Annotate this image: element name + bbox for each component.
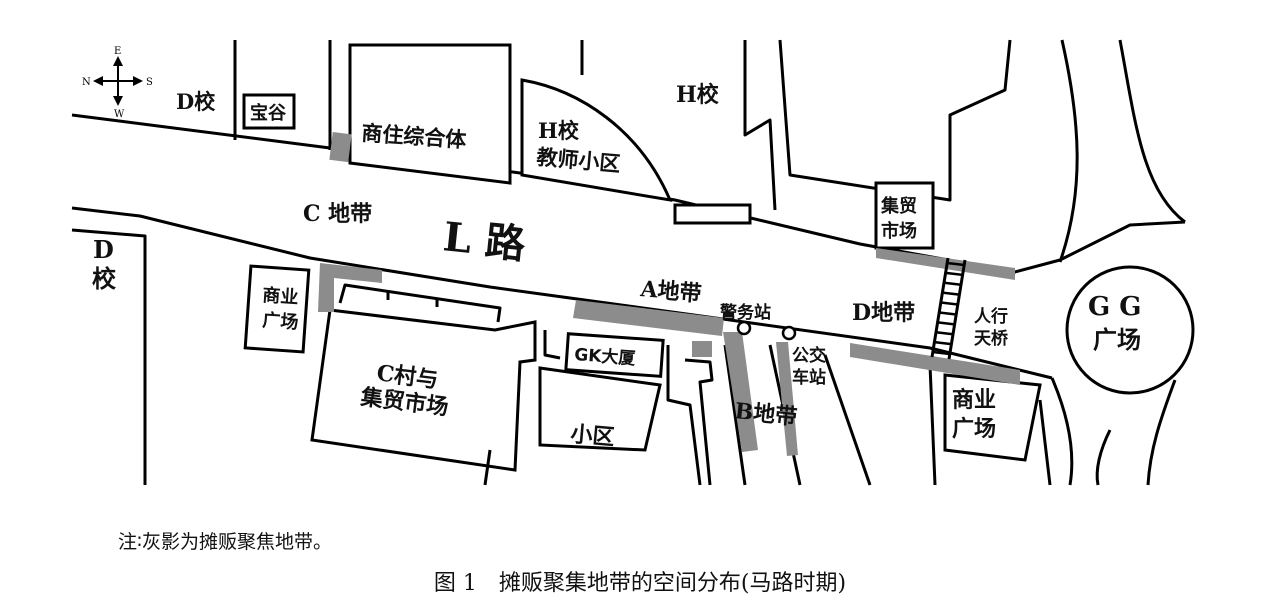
vendor-zone-d <box>850 343 1020 385</box>
vendor-zone-b-1 <box>723 332 758 452</box>
village-c-market-building <box>310 308 537 472</box>
compass-west: W <box>114 109 125 120</box>
footbridge-rung <box>940 301 958 306</box>
label-h-school: H校 <box>676 82 720 108</box>
road-north-east <box>1058 39 1079 263</box>
compass-north: N <box>82 77 91 88</box>
label-zone-a: A地带 <box>638 276 702 307</box>
footbridge-rung <box>934 340 952 346</box>
lane-east-3 <box>823 354 872 486</box>
vendor-zone-north-small <box>329 132 352 163</box>
footbridge <box>930 257 967 360</box>
gate-building <box>673 203 752 225</box>
commercial-complex-building <box>348 43 512 185</box>
road-north-east-2 <box>1118 39 1186 224</box>
south-east-block <box>1038 399 1052 486</box>
vendor-zone-c <box>318 263 382 312</box>
label-residential: 小区 <box>569 422 615 451</box>
label-zone-d: D地带 <box>852 300 915 326</box>
label-baogu: 宝谷 <box>250 102 287 124</box>
footbridge-rung <box>947 261 965 267</box>
figure-caption: 图 1 摊贩聚集地带的空间分布(马路时期) <box>0 565 1280 597</box>
vendor-zone-b-2 <box>776 342 798 456</box>
vendor-zone-a <box>573 300 724 336</box>
residential-outer <box>483 449 492 486</box>
village-c-inner <box>543 330 561 360</box>
label-police-station: 警务站 <box>719 302 771 323</box>
label-h-school-teachers-1: H校 <box>538 118 580 143</box>
label-gg-plaza-1: G G <box>1088 292 1141 322</box>
label-footbridge-2: 天桥 <box>974 329 1009 349</box>
label-commercial-plaza-left-2: 广场 <box>262 309 299 333</box>
compass-east: E <box>114 46 121 57</box>
lane-middle <box>684 358 714 486</box>
label-l-road: L 路 <box>441 213 529 268</box>
lane-east-1 <box>723 344 747 486</box>
commercial-plaza-left-building <box>243 264 311 354</box>
label-d-school-left-2: 校 <box>92 264 117 293</box>
label-d-school-left-1: D <box>93 235 114 264</box>
gk-building <box>564 332 665 378</box>
lane-west <box>666 345 702 486</box>
d-school-left-boundary <box>71 228 147 485</box>
gg-plaza-roundabout <box>1065 265 1195 395</box>
label-bus-stop-2: 车站 <box>792 367 826 388</box>
map-note: 注∶灰影为摊贩聚焦地带。 <box>118 531 332 553</box>
compass-south: S <box>146 77 153 88</box>
footbridge-rung <box>937 321 955 326</box>
label-commercial-plaza-left-1: 商业 <box>262 284 299 308</box>
l-road-south-edge <box>71 206 1053 380</box>
label-zone-c: C 地带 <box>303 201 372 227</box>
road-south-east-3 <box>1146 379 1177 486</box>
label-d-school-top: D校 <box>176 89 216 114</box>
footbridge-rung <box>939 311 957 316</box>
vendor-zone-north-market <box>876 248 1015 280</box>
road-south-east-2 <box>1095 429 1112 486</box>
village-c-strip <box>338 283 502 323</box>
footbridge-rung <box>932 350 950 356</box>
compass-rose: E W N S <box>82 46 153 120</box>
h-school-teachers-building <box>520 78 673 202</box>
police-station-marker <box>736 320 752 336</box>
footbridge-rung <box>945 271 963 277</box>
label-footbridge-1: 人行 <box>974 306 1008 327</box>
label-gk-building: GK大厦 <box>574 344 637 369</box>
label-commercial-plaza-right-2: 广场 <box>952 416 996 442</box>
h-school-inner-boundary <box>778 39 1012 202</box>
vendor-map: E W N S D校 宝谷 商住综合体 H校 教师小区 H校 集贸 市场 C 地… <box>71 39 1195 486</box>
footbridge-rung <box>942 291 960 296</box>
bus-stop-marker <box>781 325 797 341</box>
residential-building <box>538 366 662 452</box>
label-gg-plaza-2: 广场 <box>1093 326 1141 354</box>
baogu-building <box>242 93 296 130</box>
figure-title: 摊贩聚集地带的空间分布(马路时期) <box>498 571 847 596</box>
vendor-zone-a-small <box>692 341 712 357</box>
label-market-1: 集贸 <box>880 195 917 217</box>
label-commercial-plaza-right-1: 商业 <box>952 387 996 413</box>
label-bus-stop-1: 公交 <box>792 345 826 366</box>
road-south-east <box>1050 377 1074 486</box>
figure-number: 图 1 <box>433 571 477 596</box>
footbridge-rung <box>943 281 962 286</box>
label-market-2: 市场 <box>881 220 917 242</box>
h-school-east-boundary <box>743 40 777 211</box>
footbridge-rung <box>935 331 954 336</box>
commercial-plaza-right-boundary <box>928 364 937 486</box>
market-building <box>874 181 935 250</box>
